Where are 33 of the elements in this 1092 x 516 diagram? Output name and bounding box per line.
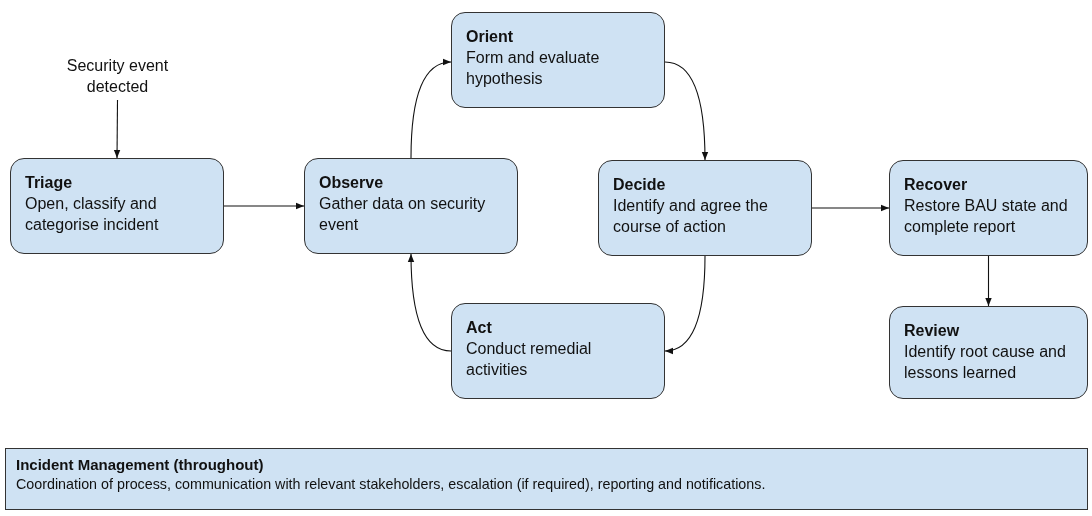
box-title: Review — [904, 321, 961, 341]
box-title: Decide — [613, 175, 667, 195]
box-title: Incident Management (throughout) — [16, 455, 265, 475]
process-box — [889, 306, 1088, 399]
arrow — [664, 255, 706, 354]
box-title: Triage — [25, 173, 74, 193]
arrow — [410, 59, 452, 159]
process-box — [10, 158, 224, 254]
box-description: Conduct remedial activities — [466, 338, 593, 380]
arrow — [664, 61, 709, 161]
box-description: Identify root cause and lessons learned — [904, 341, 1067, 383]
event-label: Security event detected — [65, 56, 170, 97]
process-box — [451, 303, 665, 399]
box-title: Act — [466, 318, 493, 338]
box-description: Open, classify and categorise incident — [25, 193, 160, 235]
box-description: Gather data on security event — [319, 193, 487, 235]
arrow — [113, 99, 121, 159]
arrow — [811, 204, 890, 212]
process-box — [304, 158, 518, 254]
process-box — [598, 160, 812, 256]
box-description: Restore BAU state and complete report — [904, 195, 1069, 237]
process-box — [451, 12, 665, 108]
box-description: Identify and agree the course of action — [613, 195, 769, 237]
box-title: Orient — [466, 27, 515, 47]
box-description: Coordination of process, communication with relevant stakeholders, escalation (if required), reporting and notifications. — [16, 474, 767, 494]
arrow — [223, 202, 305, 210]
arrow — [407, 253, 452, 352]
box-title: Observe — [319, 173, 385, 193]
process-box — [889, 160, 1088, 256]
box-title: Recover — [904, 175, 969, 195]
arrow — [985, 255, 992, 307]
banner-box — [5, 448, 1088, 510]
box-description: Form and evaluate hypothesis — [466, 47, 601, 89]
